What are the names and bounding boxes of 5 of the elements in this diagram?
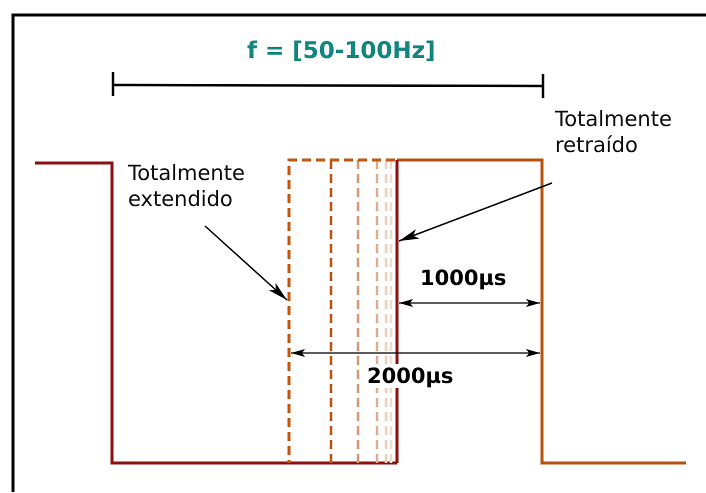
leader-arrow [398,182,552,242]
callout-text: Totalmente retraído [555,106,705,158]
callout-text: Totalmente extendido [128,160,278,212]
frequency-title: f = [50-100Hz] [247,38,436,64]
leader-arrow [204,225,288,301]
